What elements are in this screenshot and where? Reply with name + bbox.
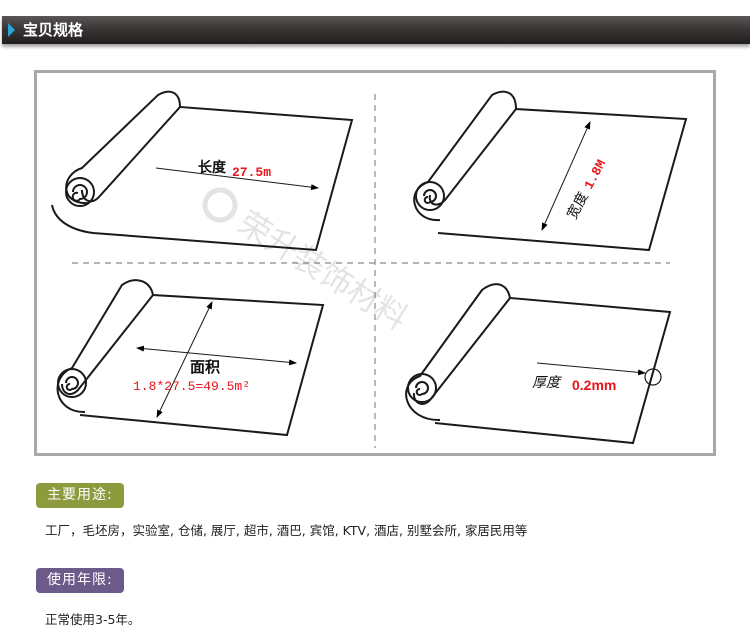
length-value: 27.5m [232, 165, 271, 180]
uses-text: 工厂，毛坯房，实验室, 仓储, 展厅, 超市, 酒巴, 宾馆, KTV, 酒店,… [45, 523, 528, 538]
thickness-value: 0.2mm [572, 377, 616, 393]
lifespan-text: 正常使用3-5年。 [45, 612, 141, 627]
area-label: 面积 [190, 358, 220, 376]
watermark: 荣升装饰材料 [202, 187, 414, 337]
uses-badge: 主要用途: [36, 483, 124, 508]
thickness-label: 厚度 [532, 375, 562, 391]
area-value: 1.8*27.5=49.5m² [133, 379, 250, 394]
panel-width [413, 90, 688, 252]
section-header: 宝贝规格 [2, 16, 750, 44]
panel-area [56, 279, 325, 437]
panel-length [51, 90, 354, 252]
lifespan-badge: 使用年限: [36, 568, 124, 593]
length-label: 长度 [198, 159, 227, 176]
width-value: 1.8M [581, 157, 609, 192]
width-label: 宽度 [564, 189, 592, 222]
panel-thickness [405, 283, 672, 445]
section-title: 宝贝规格 [23, 21, 84, 39]
triangle-bullet-icon [8, 23, 15, 37]
